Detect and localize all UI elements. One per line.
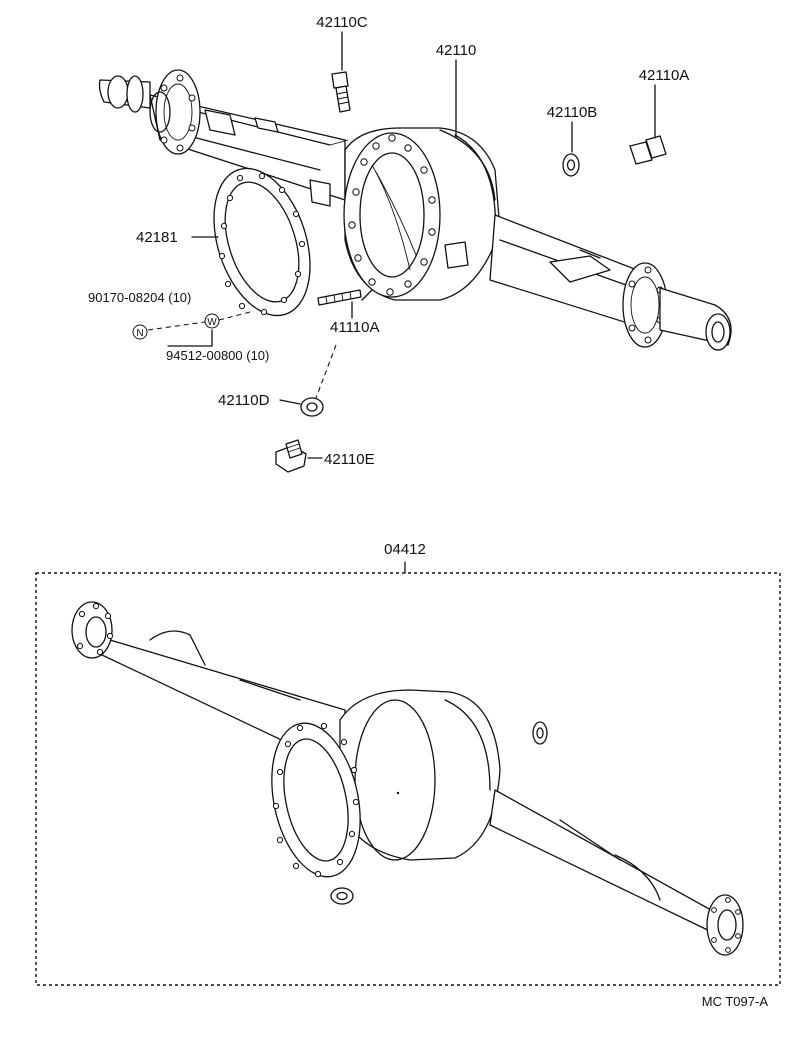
- label-94512-00800: 94512-00800 (10): [166, 348, 269, 363]
- label-42110B: 42110B: [547, 104, 598, 121]
- label-42110C: 42110C: [316, 14, 368, 31]
- label-42181: 42181: [136, 229, 178, 246]
- gasket-42181: [213, 167, 311, 317]
- nut-symbol-letter: N: [136, 328, 143, 339]
- kit-washer-upper: [532, 721, 548, 745]
- drain-plug-42110E: [275, 439, 307, 473]
- kit-axle-housing: [71, 601, 744, 956]
- kit-box-04412: [35, 572, 781, 986]
- kit-gasket: [271, 722, 361, 878]
- kit-center-mark: [396, 791, 400, 795]
- kit-washer-lower: [330, 887, 354, 905]
- washer-42110B: [562, 153, 580, 177]
- label-41110A: 41110A: [330, 319, 380, 336]
- leader-lines-upper: [167, 31, 656, 459]
- label-04412: 04412: [384, 541, 426, 558]
- fastener-dash-line: [147, 311, 251, 331]
- label-42110D: 42110D: [218, 392, 270, 409]
- gasket-42110D: [300, 397, 324, 417]
- washer-symbol-letter: W: [207, 317, 217, 328]
- stud-41110A: [317, 289, 362, 306]
- plug-42110A: [629, 135, 667, 165]
- breather-plug-42110C: [331, 71, 351, 113]
- washer-symbol: W: [204, 313, 220, 329]
- label-42110E: 42110E: [324, 451, 375, 468]
- nut-symbol: N: [132, 324, 148, 340]
- axle-housing-42110: [98, 69, 732, 351]
- label-42110A: 42110A: [639, 67, 690, 84]
- label-42110: 42110: [436, 42, 477, 59]
- diagram-code: MC T097-A: [702, 994, 769, 1009]
- label-90170-08204: 90170-08204 (10): [88, 290, 191, 305]
